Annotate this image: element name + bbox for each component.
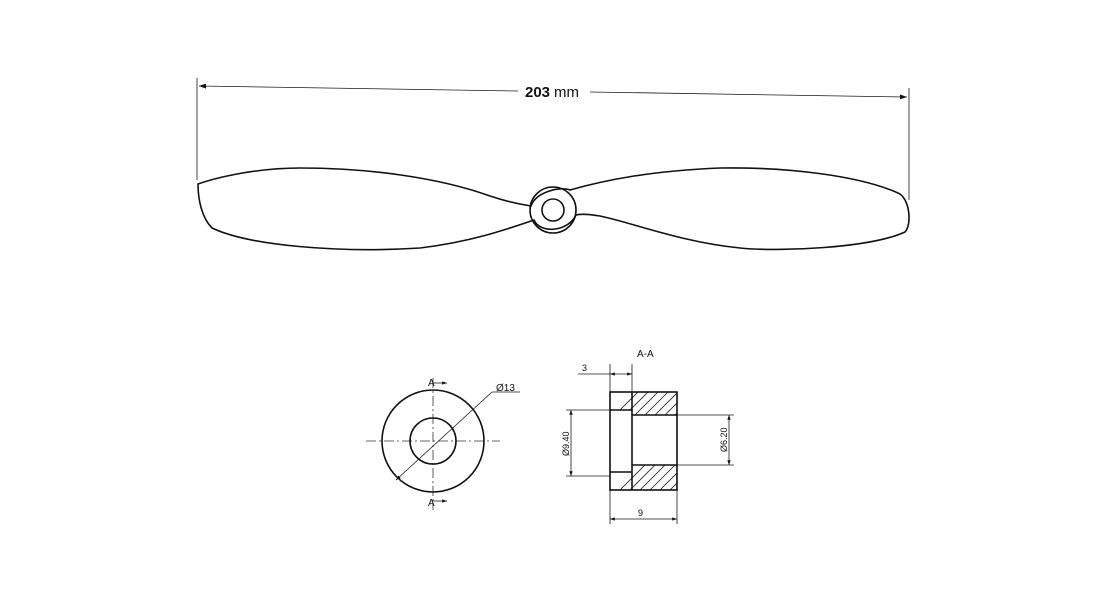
section-body-outline: [609, 391, 678, 491]
hub-inner-circle: [409, 417, 457, 465]
propeller-outline: [197, 167, 910, 251]
length-label: 9: [638, 508, 643, 518]
section-marker-top: A: [428, 378, 435, 389]
propeller-hub: [529, 186, 577, 234]
front-diameter-label: Ø13: [496, 383, 515, 394]
hatch-bottom: [610, 465, 677, 490]
section-view: A-A: [561, 349, 734, 524]
hub-outer-circle: [381, 389, 485, 493]
propeller-hub-bore: [541, 198, 565, 222]
inner-diameter-label: Ø6.20: [719, 427, 729, 452]
outer-diameter-label: Ø9.40: [561, 431, 571, 456]
section-marker-bottom: A: [428, 498, 435, 509]
hub-front-view: Ø13 A A: [366, 378, 520, 510]
flange-width-label: 3: [582, 363, 587, 373]
dimension-line-left: [198, 83, 519, 92]
dimension-line-right: [589, 91, 908, 100]
diameter-leader: [395, 391, 493, 481]
section-title: A-A: [637, 349, 654, 360]
